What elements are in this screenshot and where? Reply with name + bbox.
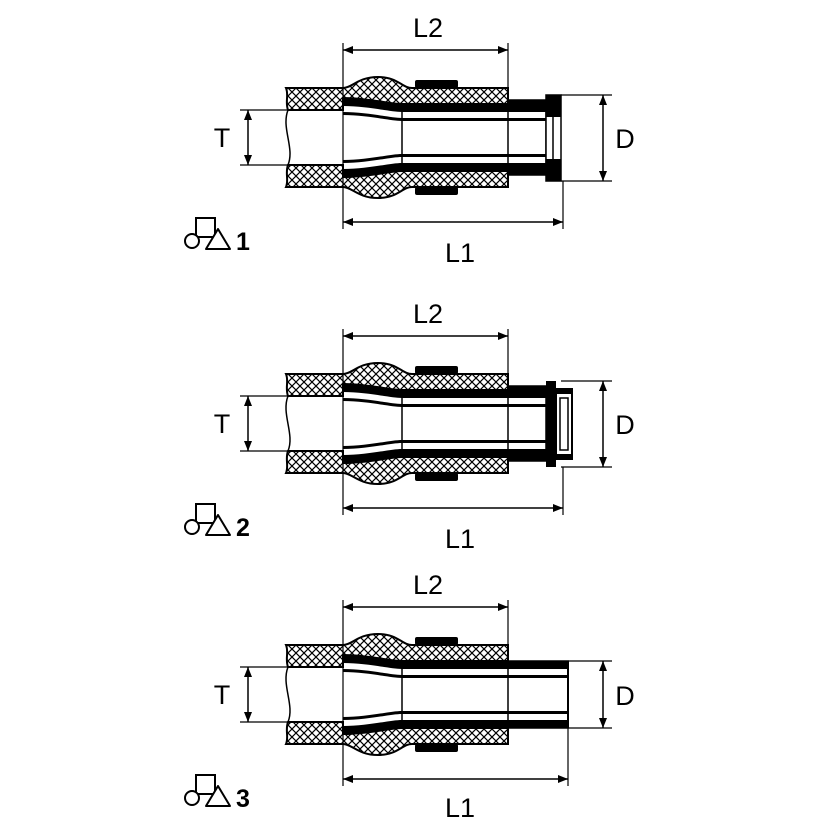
- tube-bore-top: [508, 404, 546, 407]
- dimension-label-l2: L2: [413, 299, 443, 329]
- pipe-fitting-body: [240, 329, 508, 515]
- dimension-label-d: D: [615, 681, 635, 711]
- pipe-fitting-body: [240, 600, 508, 786]
- dimension-label-t: T: [214, 123, 231, 153]
- dimension-label-d: D: [615, 410, 635, 440]
- dimension-label-t: T: [214, 409, 231, 439]
- shapes-icon: [184, 774, 231, 807]
- variant-number: 2: [236, 514, 250, 542]
- tube-wall-top: [508, 100, 546, 112]
- tube-wall-bottom: [508, 449, 546, 461]
- end-cap-nut: [545, 94, 562, 182]
- dimension-label-l1: L1: [445, 524, 475, 554]
- tube-section: [507, 99, 547, 176]
- shapes-icon: [184, 217, 231, 250]
- tube-bore-bottom: [508, 154, 546, 157]
- tube-bore-bottom: [508, 440, 546, 443]
- variant-number: 3: [236, 785, 250, 813]
- dimension-label-l2: L2: [413, 570, 443, 600]
- shapes-icon: [184, 503, 231, 536]
- dimension-label-t: T: [214, 680, 231, 710]
- tube-end: [507, 660, 569, 729]
- dimension-label-l1: L1: [445, 793, 475, 823]
- fitting-diagram-1: L2 T D L1 1: [184, 13, 635, 268]
- pipe-fitting-body: [240, 43, 508, 229]
- tube-wall-top: [508, 386, 546, 398]
- dimension-label-l1: L1: [445, 238, 475, 268]
- end-cap-flange: [546, 381, 573, 467]
- dimension-label-l2: L2: [413, 13, 443, 43]
- tube-wall-bottom: [508, 163, 546, 175]
- fitting-diagram-3: L2 T D L1 3: [184, 570, 635, 823]
- tube-bore-top: [508, 118, 546, 121]
- variant-number: 1: [236, 228, 250, 256]
- fitting-diagram-2: L2 T D L1 2: [184, 299, 635, 554]
- dimension-label-d: D: [615, 124, 635, 154]
